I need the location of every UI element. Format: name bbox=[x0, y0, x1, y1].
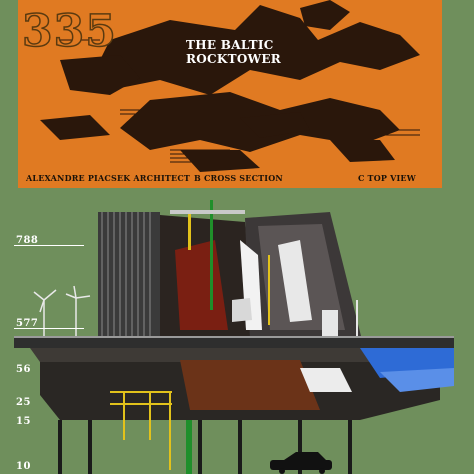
top-view-drawing bbox=[40, 0, 420, 172]
level-marker-25: 25 bbox=[16, 397, 31, 408]
level-marker-577: 577 bbox=[16, 318, 39, 329]
wind-turbines bbox=[33, 285, 91, 336]
level-marker-10: 10 bbox=[16, 461, 31, 472]
top-view-label: C TOP VIEW bbox=[358, 173, 416, 183]
level-line-577 bbox=[14, 328, 84, 329]
title-line-2: ROCKTOWER bbox=[186, 52, 282, 66]
level-marker-788: 788 bbox=[16, 235, 39, 246]
title-line-1: THE BALTIC bbox=[186, 38, 274, 52]
level-marker-15: 15 bbox=[16, 416, 31, 427]
poster-title: THE BALTIC ROCKTOWER bbox=[186, 38, 281, 66]
level-line-788 bbox=[14, 245, 84, 246]
cross-section-label: B CROSS SECTION bbox=[194, 173, 283, 183]
top-view-hatching bbox=[60, 39, 420, 163]
level-marker-56: 56 bbox=[16, 364, 31, 375]
poster-number: 335 bbox=[21, 5, 117, 58]
cross-section-drawing bbox=[14, 200, 454, 474]
car-silhouette bbox=[270, 452, 332, 474]
architect-credit: ALEXANDRE PIACSEK ARCHITECT bbox=[26, 173, 191, 183]
